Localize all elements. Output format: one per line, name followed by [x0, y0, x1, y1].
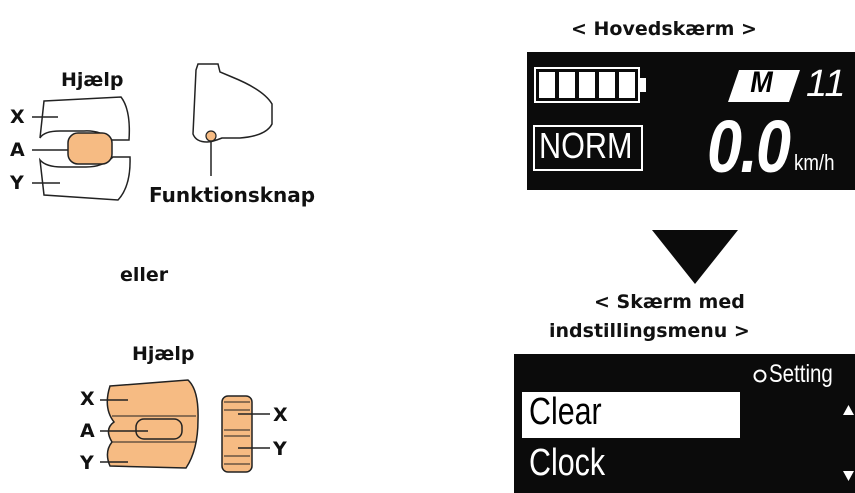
bottom-switch-label-a: A	[80, 420, 95, 442]
bottom-switch-diagram	[100, 379, 270, 473]
speed-value: 0.0	[707, 105, 791, 188]
gear-value: 11	[806, 63, 846, 105]
main-screen-title: < Hovedskærm >	[571, 18, 757, 40]
triangle-down-icon	[652, 230, 738, 284]
bottom-switch-title: Hjælp	[132, 343, 195, 365]
bottom-switch-side-unit	[221, 395, 253, 473]
speed-unit: km/h	[794, 150, 835, 175]
top-switch-label-a: A	[10, 139, 25, 161]
gear-mode-badge: M	[750, 66, 773, 99]
gear-mode-badge-shape	[728, 70, 800, 102]
settings-circle-icon	[753, 369, 767, 383]
bottom-switch-label-y: Y	[80, 452, 94, 474]
top-switch-title: Hjælp	[61, 69, 124, 91]
battery-icon	[534, 67, 646, 103]
menu-header: Setting	[769, 360, 833, 388]
main-screen: M 11 NORM 0.0 km/h	[527, 52, 855, 190]
scroll-down-icon	[843, 471, 854, 481]
function-button-label: Funktionsknap	[149, 183, 316, 207]
scroll-up-icon	[843, 405, 854, 415]
top-switch-label-x: X	[10, 106, 25, 128]
menu-item-clock[interactable]: Clock	[529, 442, 606, 484]
menu-screen: Setting Clear Clock	[514, 354, 855, 493]
bottom-switch-a-button	[135, 418, 183, 440]
menu-screen-title-line2: indstillingsmenu >	[549, 320, 750, 342]
top-switch-a-button	[67, 132, 113, 165]
top-switch-label-y: Y	[10, 172, 24, 194]
bottom-switch-side-label-x: X	[273, 404, 288, 426]
top-switch-diagram	[32, 63, 273, 201]
function-button-unit	[192, 63, 273, 143]
bottom-switch-side-label-y: Y	[273, 438, 287, 460]
menu-screen-title-line1: < Skærm med	[594, 291, 745, 313]
assist-mode-text: NORM	[539, 125, 633, 166]
menu-item-highlight	[522, 392, 740, 438]
menu-item-clear[interactable]: Clear	[529, 391, 602, 433]
bottom-switch-label-x: X	[80, 388, 95, 410]
assist-mode-box	[533, 125, 643, 171]
or-label: eller	[120, 264, 169, 286]
function-button-icon	[205, 130, 217, 142]
